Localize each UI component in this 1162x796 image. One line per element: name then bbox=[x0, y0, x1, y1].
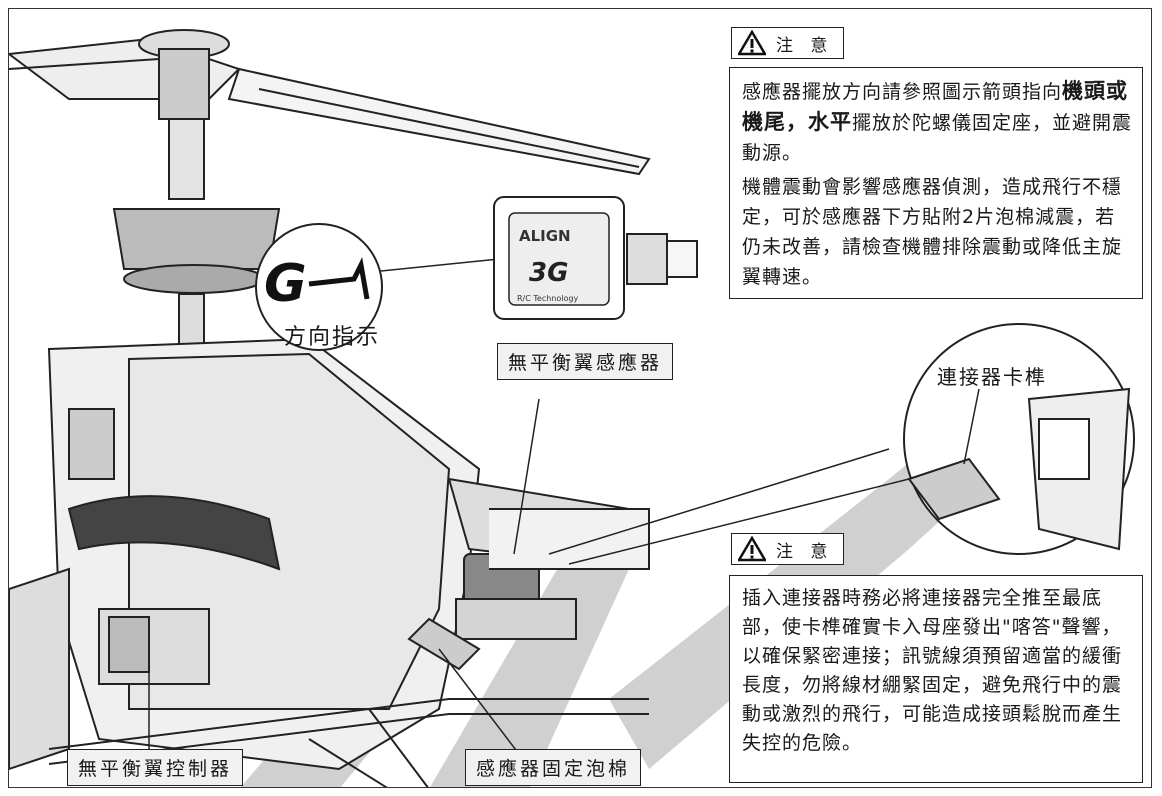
connector-closeup bbox=[903, 323, 1135, 555]
sensor-label: 無平衡翼感應器 bbox=[497, 343, 674, 380]
controller-label: 無平衡翼控制器 bbox=[67, 749, 244, 786]
direction-callout-circle bbox=[255, 223, 383, 351]
bottom-warning-box: 插入連接器時務必將連接器完全推至最底部，使卡榫確實卡入母座發出"喀答"聲響，以確… bbox=[729, 575, 1143, 783]
top-warning-para1: 感應器擺放方向請參照圖示箭頭指向機頭或機尾，水平擺放於陀螺儀固定座，並避開震動源… bbox=[742, 79, 1133, 164]
connector-latch-label: 連接器卡榫 bbox=[937, 365, 1047, 389]
top-warning-para2: 機體震動會影響感應器偵測，造成飛行不穩定，可於感應器下方貼附2片泡棉減震，若仍未… bbox=[742, 176, 1123, 288]
direction-mark-letter: G bbox=[264, 254, 307, 314]
top-warning-box: 感應器擺放方向請參照圖示箭頭指向機頭或機尾，水平擺放於陀螺儀固定座，並避開震動源… bbox=[729, 67, 1143, 299]
direction-mark: G bbox=[264, 254, 370, 314]
warning-triangle-icon bbox=[738, 30, 766, 56]
diagram-frame: G ALIGN 3G R/C Technology 方向指示 注 意 感應器擺放… bbox=[8, 8, 1152, 788]
sensor-brand: ALIGN bbox=[519, 227, 571, 245]
top-warning-title: 注 意 bbox=[776, 35, 834, 56]
top-warning-header: 注 意 bbox=[731, 27, 845, 59]
sensor-closeup bbox=[493, 196, 698, 320]
bottom-warning-text: 插入連接器時務必將連接器完全推至最底部，使卡榫確實卡入母座發出"喀答"聲響，以確… bbox=[742, 587, 1123, 754]
foam-label: 感應器固定泡棉 bbox=[465, 749, 642, 786]
sensor-model: 3G bbox=[529, 258, 568, 288]
helicopter-illustration: G ALIGN 3G R/C Technology bbox=[9, 29, 1135, 787]
warning-triangle-icon bbox=[738, 536, 766, 562]
bottom-warning-title: 注 意 bbox=[776, 541, 834, 562]
bottom-warning-header: 注 意 bbox=[731, 533, 845, 565]
direction-label: 方向指示 bbox=[284, 325, 381, 350]
sensor-tagline: R/C Technology bbox=[517, 294, 578, 303]
